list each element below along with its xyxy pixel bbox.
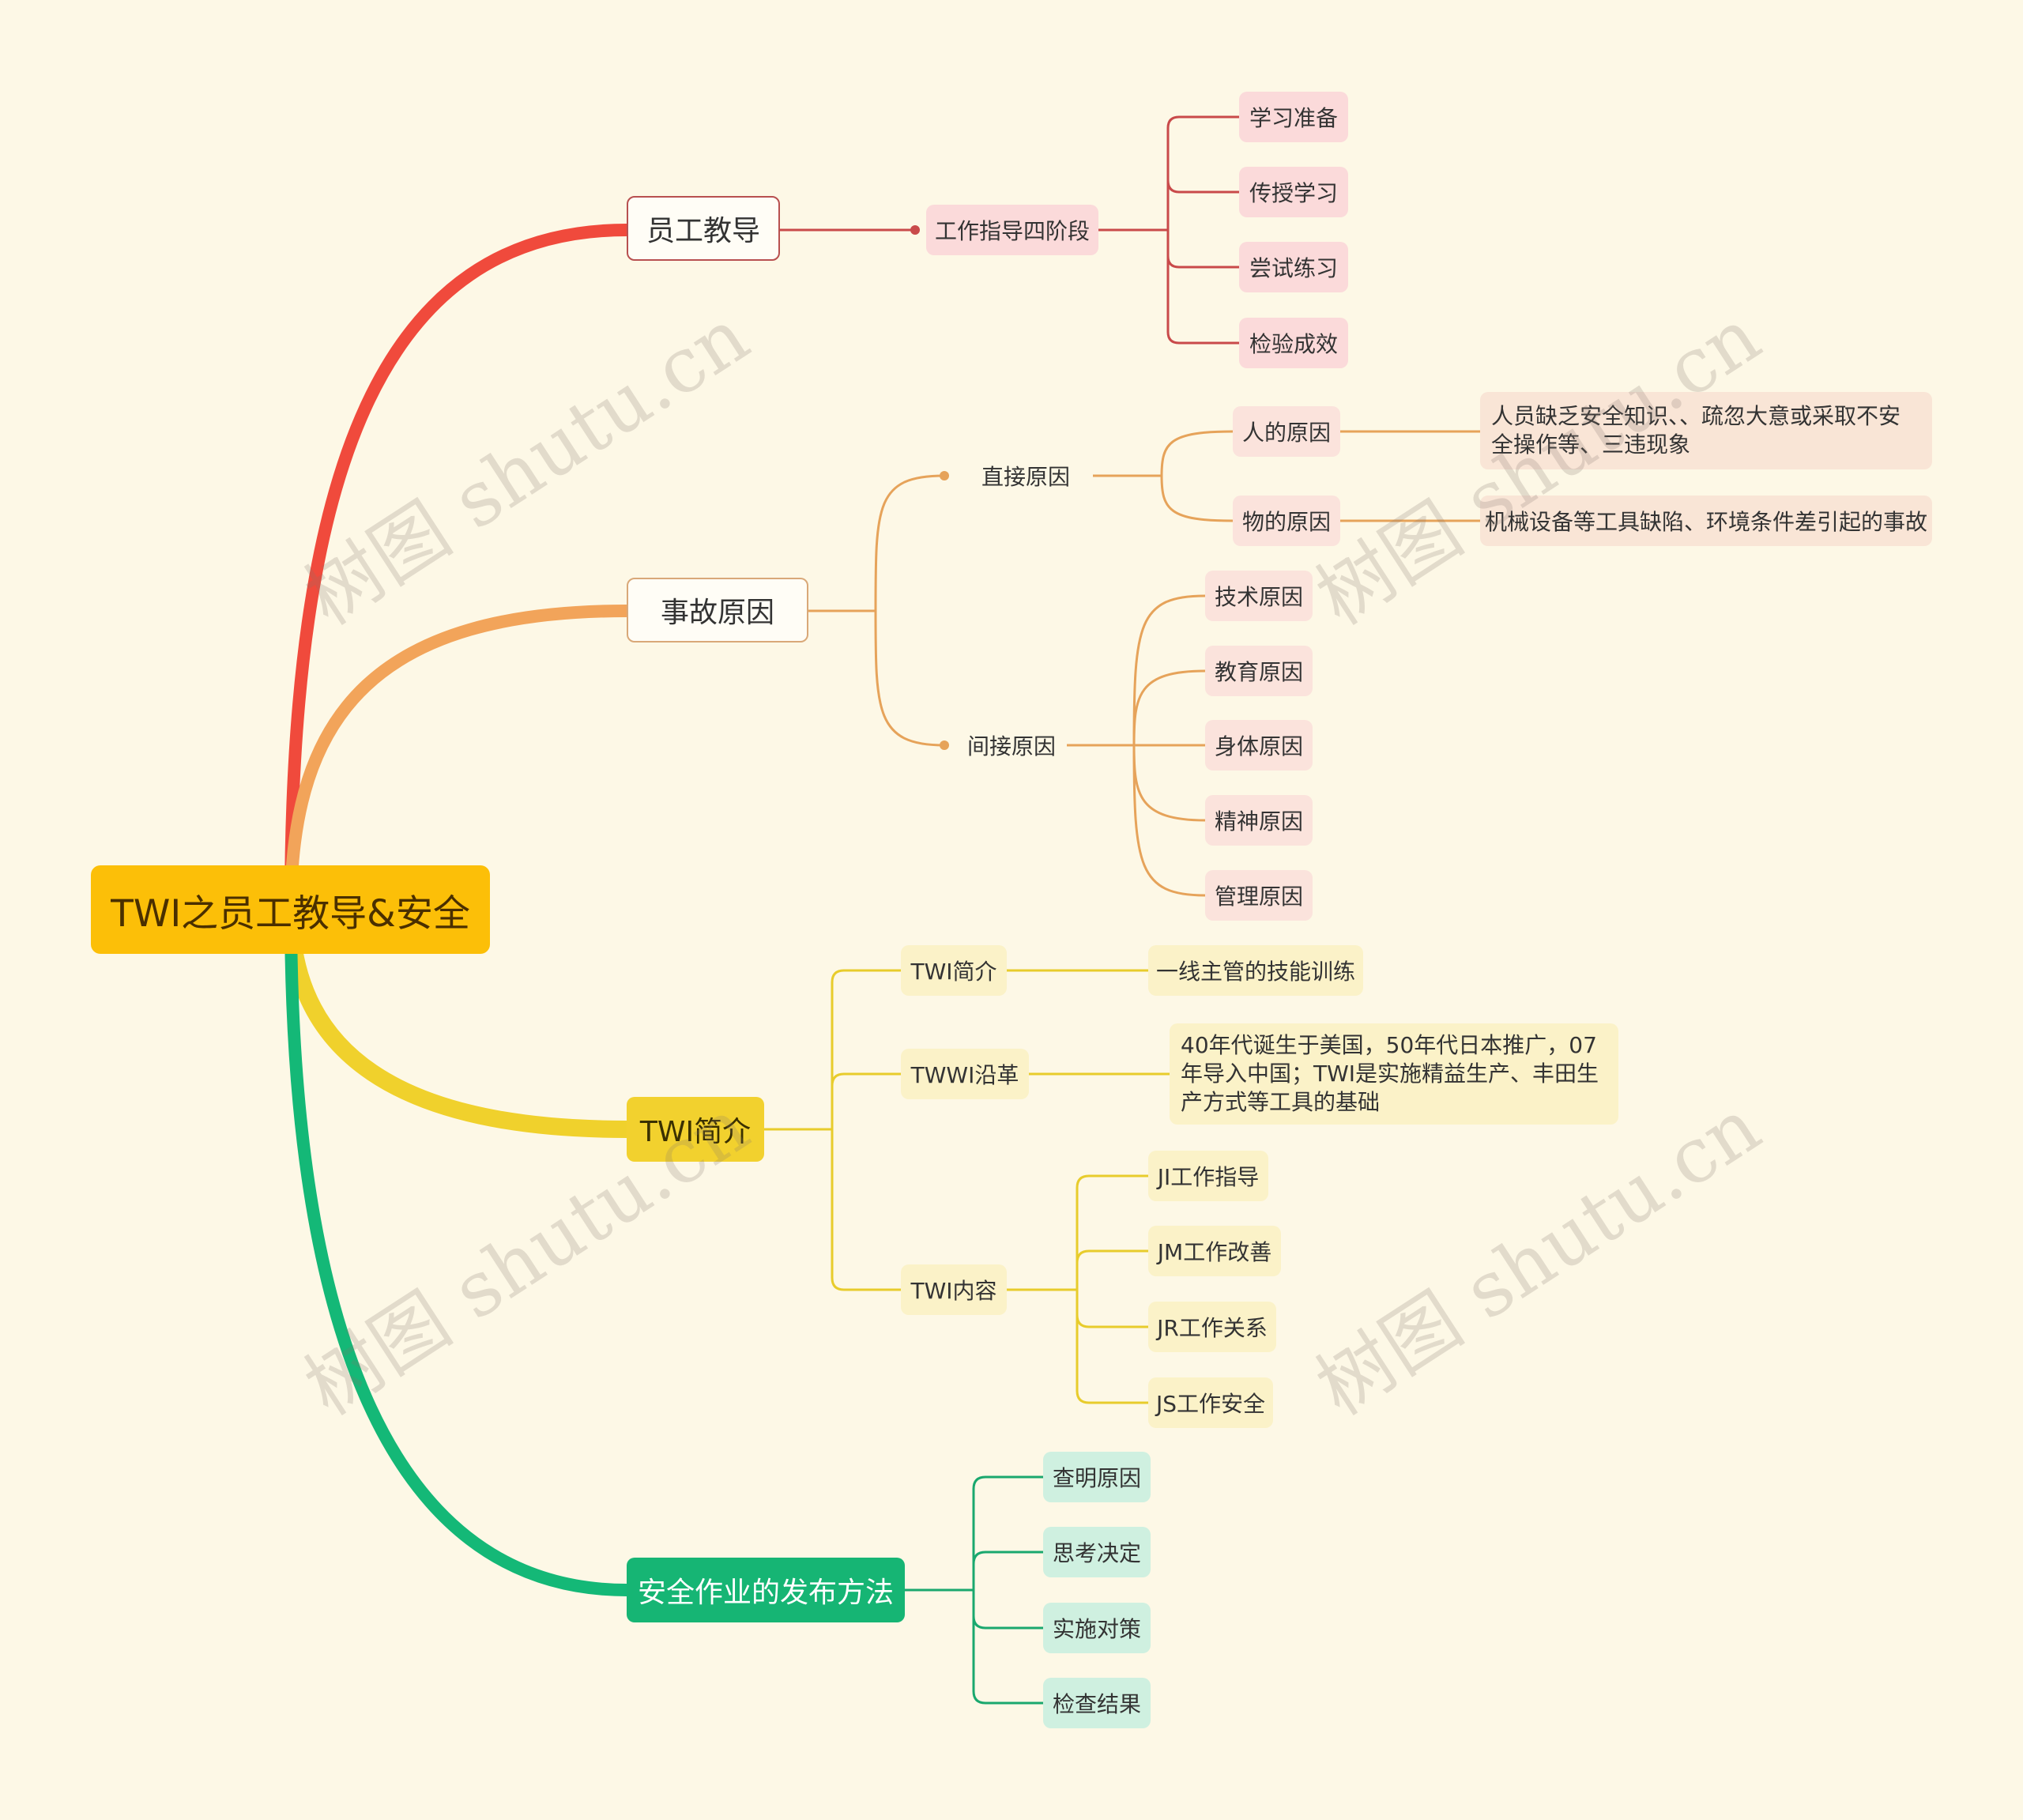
node-jr[interactable]: JR工作关系	[1148, 1302, 1276, 1352]
branch1-lines	[780, 115, 1239, 345]
branch-accident-causes[interactable]: 事故原因	[627, 578, 808, 642]
node-implement[interactable]: 实施对策	[1043, 1603, 1151, 1653]
node-object-cause-detail[interactable]: 机械设备等工具缺陷、环境条件差引起的事故	[1480, 496, 1932, 546]
node-ji[interactable]: JI工作指导	[1148, 1151, 1268, 1201]
branch-connector-red	[284, 224, 633, 915]
branch-connector-green	[284, 902, 633, 1596]
node-tech-cause[interactable]: 技术原因	[1205, 571, 1313, 621]
branch1-dot	[910, 225, 920, 235]
node-find-cause[interactable]: 查明原因	[1043, 1452, 1151, 1502]
node-indirect-cause[interactable]: 间接原因	[967, 733, 1057, 759]
branch2-lines	[808, 430, 1480, 897]
node-management-cause[interactable]: 管理原因	[1205, 870, 1313, 921]
node-twi-history[interactable]: TWWI沿革	[901, 1049, 1029, 1099]
node-twi-history-detail[interactable]: 40年代诞生于美国，50年代日本推广，07年导入中国；TWI是实施精益生产、丰田…	[1170, 1023, 1618, 1125]
node-think-decide[interactable]: 思考决定	[1043, 1527, 1151, 1577]
node-js[interactable]: JS工作安全	[1148, 1377, 1273, 1428]
branch-safety-method[interactable]: 安全作业的发布方法	[627, 1558, 905, 1622]
node-step-1[interactable]: 学习准备	[1239, 92, 1348, 142]
branch2-dot-indirect	[940, 740, 949, 750]
root-node[interactable]: TWI之员工教导&安全	[91, 865, 490, 954]
node-step-4[interactable]: 检验成效	[1239, 318, 1348, 368]
node-twi-intro-sub[interactable]: TWI简介	[901, 945, 1007, 996]
branch-connector-orange	[284, 605, 633, 915]
branch3-lines	[764, 969, 1170, 1404]
node-step-2[interactable]: 传授学习	[1239, 167, 1348, 217]
node-jm[interactable]: JM工作改善	[1148, 1226, 1281, 1276]
node-twi-intro-detail[interactable]: 一线主管的技能训练	[1148, 945, 1363, 996]
node-object-cause[interactable]: 物的原因	[1233, 496, 1340, 546]
branch-employee-guidance[interactable]: 员工教导	[627, 196, 780, 261]
branch4-lines	[905, 1475, 1043, 1705]
node-education-cause[interactable]: 教育原因	[1205, 646, 1313, 696]
node-human-cause[interactable]: 人的原因	[1233, 406, 1340, 457]
node-step-3[interactable]: 尝试练习	[1239, 242, 1348, 292]
node-four-stages[interactable]: 工作指导四阶段	[926, 205, 1098, 255]
branch2-dot-direct	[940, 471, 949, 480]
node-mental-cause[interactable]: 精神原因	[1205, 795, 1313, 846]
node-twi-content[interactable]: TWI内容	[901, 1264, 1007, 1315]
node-human-cause-detail[interactable]: 人员缺乏安全知识、、疏忽大意或采取不安全操作等、三违现象	[1480, 392, 1932, 469]
node-direct-cause[interactable]: 直接原因	[981, 464, 1071, 490]
node-check-result[interactable]: 检查结果	[1043, 1678, 1151, 1728]
node-body-cause[interactable]: 身体原因	[1205, 720, 1313, 771]
branch-twi-intro[interactable]: TWI简介	[627, 1097, 764, 1162]
